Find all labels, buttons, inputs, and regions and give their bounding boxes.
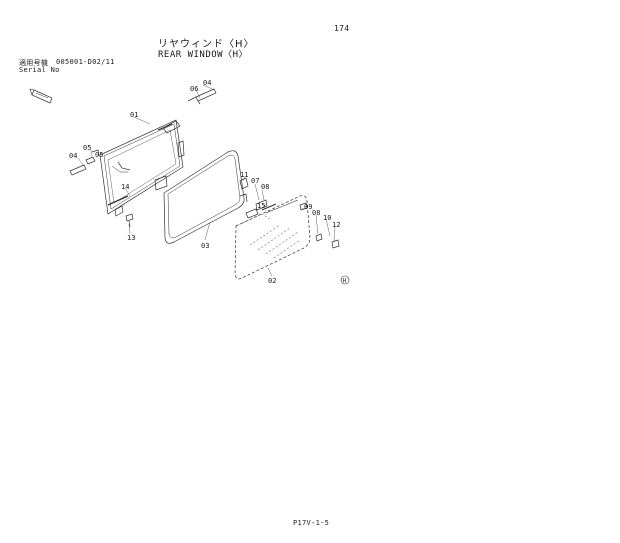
footer-code: P17V-1-5	[293, 519, 330, 527]
callout-01: 01	[130, 111, 138, 119]
page-title-en: REAR WINDOW〈H〉	[158, 50, 249, 60]
callout-12: 12	[332, 221, 340, 229]
callout-05: 05	[83, 144, 91, 152]
callout-02: 02	[268, 277, 276, 285]
page-number: 174	[334, 24, 350, 33]
window-frame-01	[99, 119, 185, 217]
callout-09: 09	[304, 203, 312, 211]
seal-03	[163, 150, 249, 244]
pin-left	[69, 149, 100, 176]
callout-15: 15	[257, 202, 265, 210]
page-title-jp: リヤウィンド〈H〉	[158, 39, 255, 50]
serial-label-en: Serial No	[19, 66, 60, 74]
fittings-small	[245, 199, 299, 219]
fittings-right	[299, 202, 340, 249]
callout-07: 07	[251, 177, 259, 185]
callout-04: 04	[69, 152, 77, 160]
h-marker-label: H	[343, 278, 347, 285]
serial-range: 005001-D02/11	[56, 58, 115, 66]
callout-13: 13	[127, 234, 135, 242]
leader-lines	[77, 84, 336, 277]
glass-02	[234, 195, 311, 280]
front-direction-icon	[29, 88, 53, 104]
callout-14: 14	[121, 183, 129, 191]
callout-05: 05	[95, 151, 103, 159]
pin-upper	[187, 88, 217, 105]
callout-08: 08	[261, 183, 269, 191]
callout-10: 10	[323, 214, 331, 222]
callout-06: 06	[190, 85, 198, 93]
callout-11: 11	[240, 171, 248, 179]
h-marker: H	[340, 275, 350, 285]
callout-03: 03	[201, 242, 209, 250]
callout-04: 04	[203, 79, 211, 87]
callout-labels: 04 06 01 05 04 05 14 13 11 07 08 15 09 0…	[69, 79, 340, 285]
serial-label-jp: 適用号機	[19, 59, 49, 67]
callout-08: 08	[312, 209, 320, 217]
screw-13	[125, 213, 134, 228]
